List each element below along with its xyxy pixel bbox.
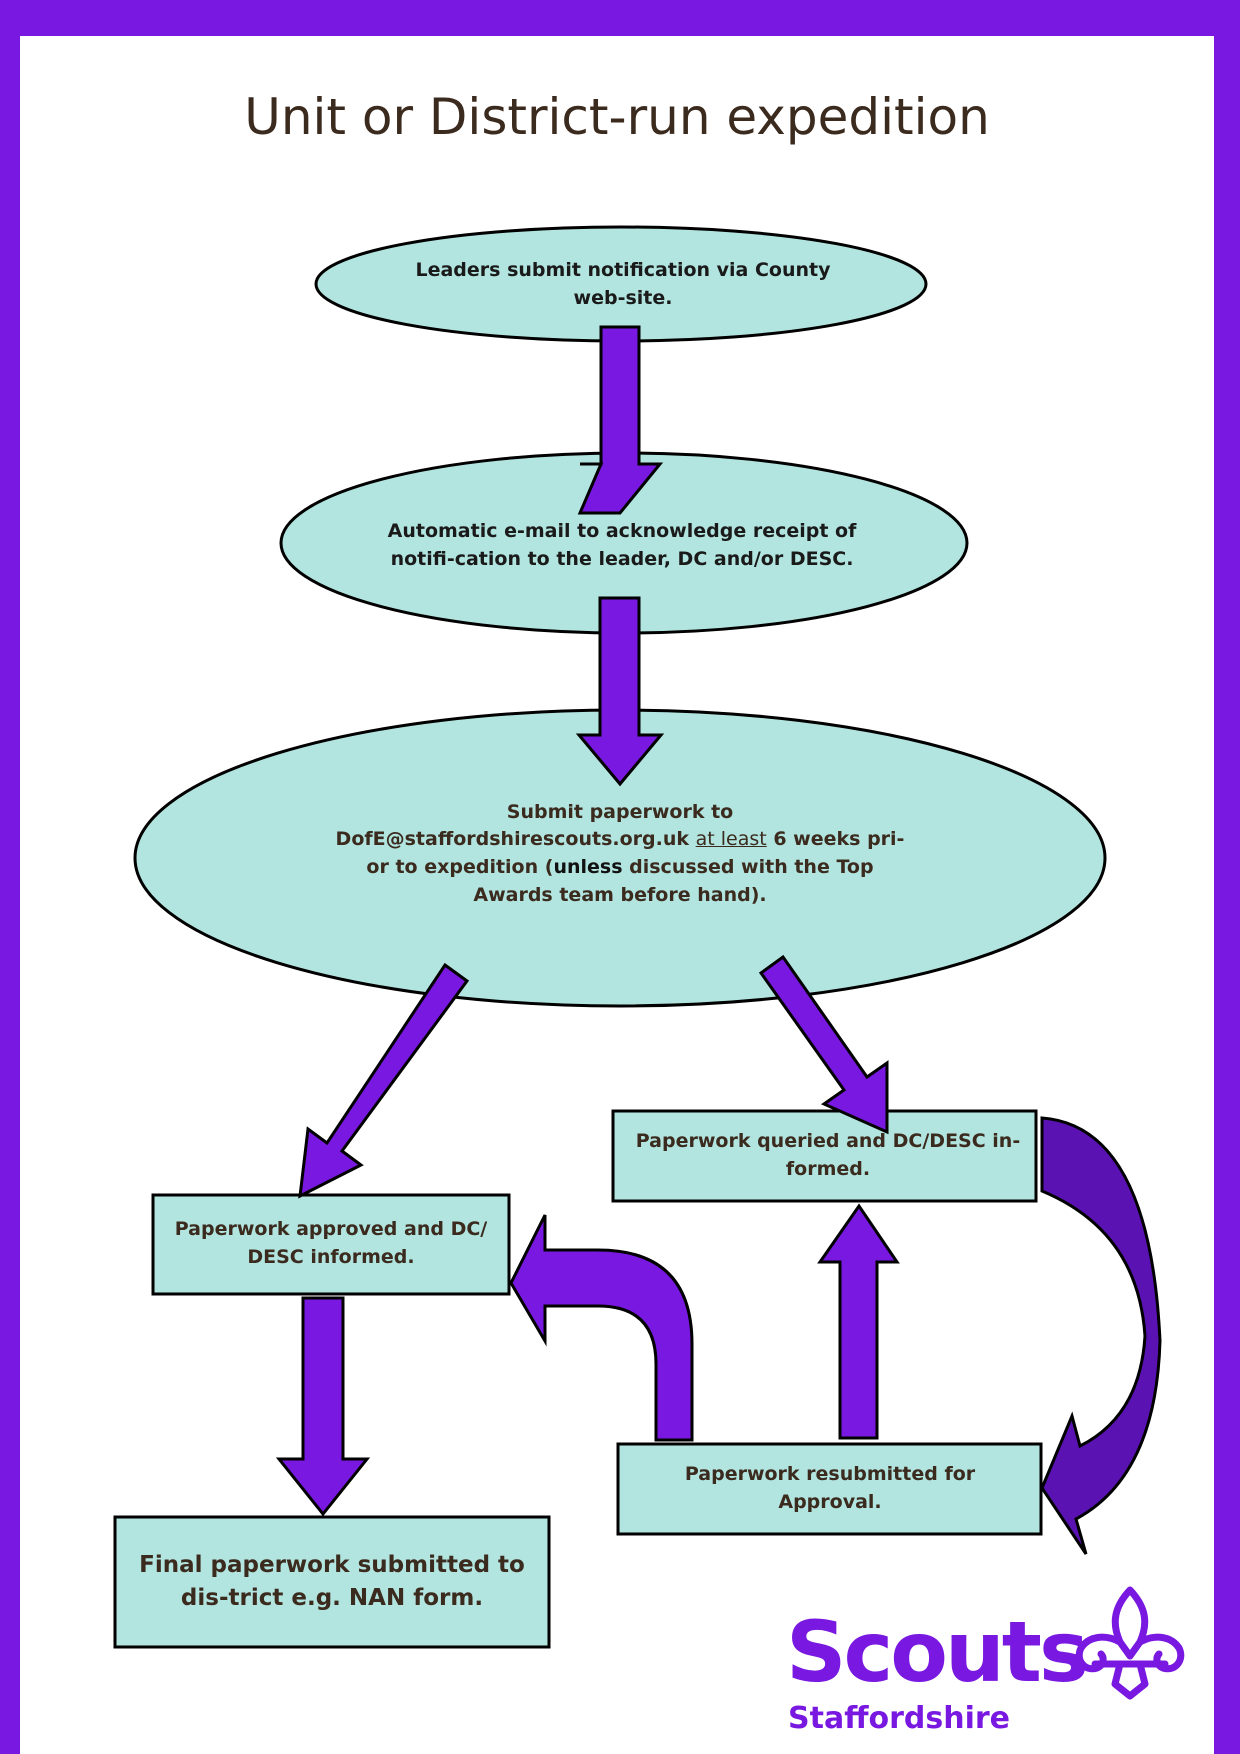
page-title: Unit or District-run expedition <box>244 88 990 146</box>
submit-at-least: at least <box>695 828 767 851</box>
final-box <box>113 1515 551 1649</box>
resubmitted-text: Paperwork resubmitted for Approval. <box>680 1447 980 1531</box>
scouts-logo-word: Scouts <box>786 1603 1089 1701</box>
arrow-queried-to-resubmitted <box>1040 1116 1162 1555</box>
arrow-submit-to-approved <box>298 962 470 1199</box>
arrow-email-to-submit <box>575 596 665 787</box>
approved-label: Paperwork approved and DC/ DESC informed… <box>174 1218 488 1268</box>
notify-label: Leaders submit notification via County w… <box>415 259 831 309</box>
submit-text: Submit paperwork to DofE@staffordshiresc… <box>325 784 915 924</box>
auto-email-label: Automatic e-mail to acknowledge receipt … <box>387 520 857 570</box>
final-label: Final paperwork submitted to dis-trict e… <box>139 1551 525 1611</box>
approved-box <box>151 1193 511 1296</box>
submit-tail: discussed with the Top Awards team befor… <box>473 856 874 906</box>
arrow-approved-to-final <box>275 1296 371 1517</box>
scouts-logo-sub: Staffordshire <box>788 1701 1011 1736</box>
arrow-resubmitted-to-queried <box>817 1203 900 1440</box>
submit-after-at-least: 6 weeks pri-or to expedition ( <box>366 828 905 878</box>
resubmitted-label: Paperwork resubmitted for Approval. <box>684 1463 976 1513</box>
fleur-de-lis-icon <box>1075 1586 1185 1700</box>
submit-unless: unless <box>553 856 623 878</box>
submit-line1: Submit paperwork to <box>506 800 734 823</box>
page: Unit or District-run expedition <box>20 36 1214 1754</box>
resubmitted-box <box>616 1442 1043 1536</box>
notify-text: Leaders submit notification via County w… <box>395 252 851 318</box>
submit-email: DofE@staffordshirescouts.org.uk <box>335 828 690 851</box>
queried-text: Paperwork queried and DC/DESC in-formed. <box>633 1114 1023 1198</box>
flowchart <box>113 225 1162 1649</box>
arrow-notify-to-email <box>577 325 664 515</box>
queried-box <box>611 1109 1038 1203</box>
auto-email-text: Automatic e-mail to acknowledge receipt … <box>362 516 882 576</box>
arrow-submit-to-queried <box>758 954 889 1135</box>
approved-text: Paperwork approved and DC/ DESC informed… <box>170 1200 492 1288</box>
arrow-resubmitted-to-approved <box>509 1214 694 1442</box>
queried-label: Paperwork queried and DC/DESC in-formed. <box>635 1130 1021 1180</box>
final-text: Final paperwork submitted to dis-trict e… <box>132 1522 532 1642</box>
